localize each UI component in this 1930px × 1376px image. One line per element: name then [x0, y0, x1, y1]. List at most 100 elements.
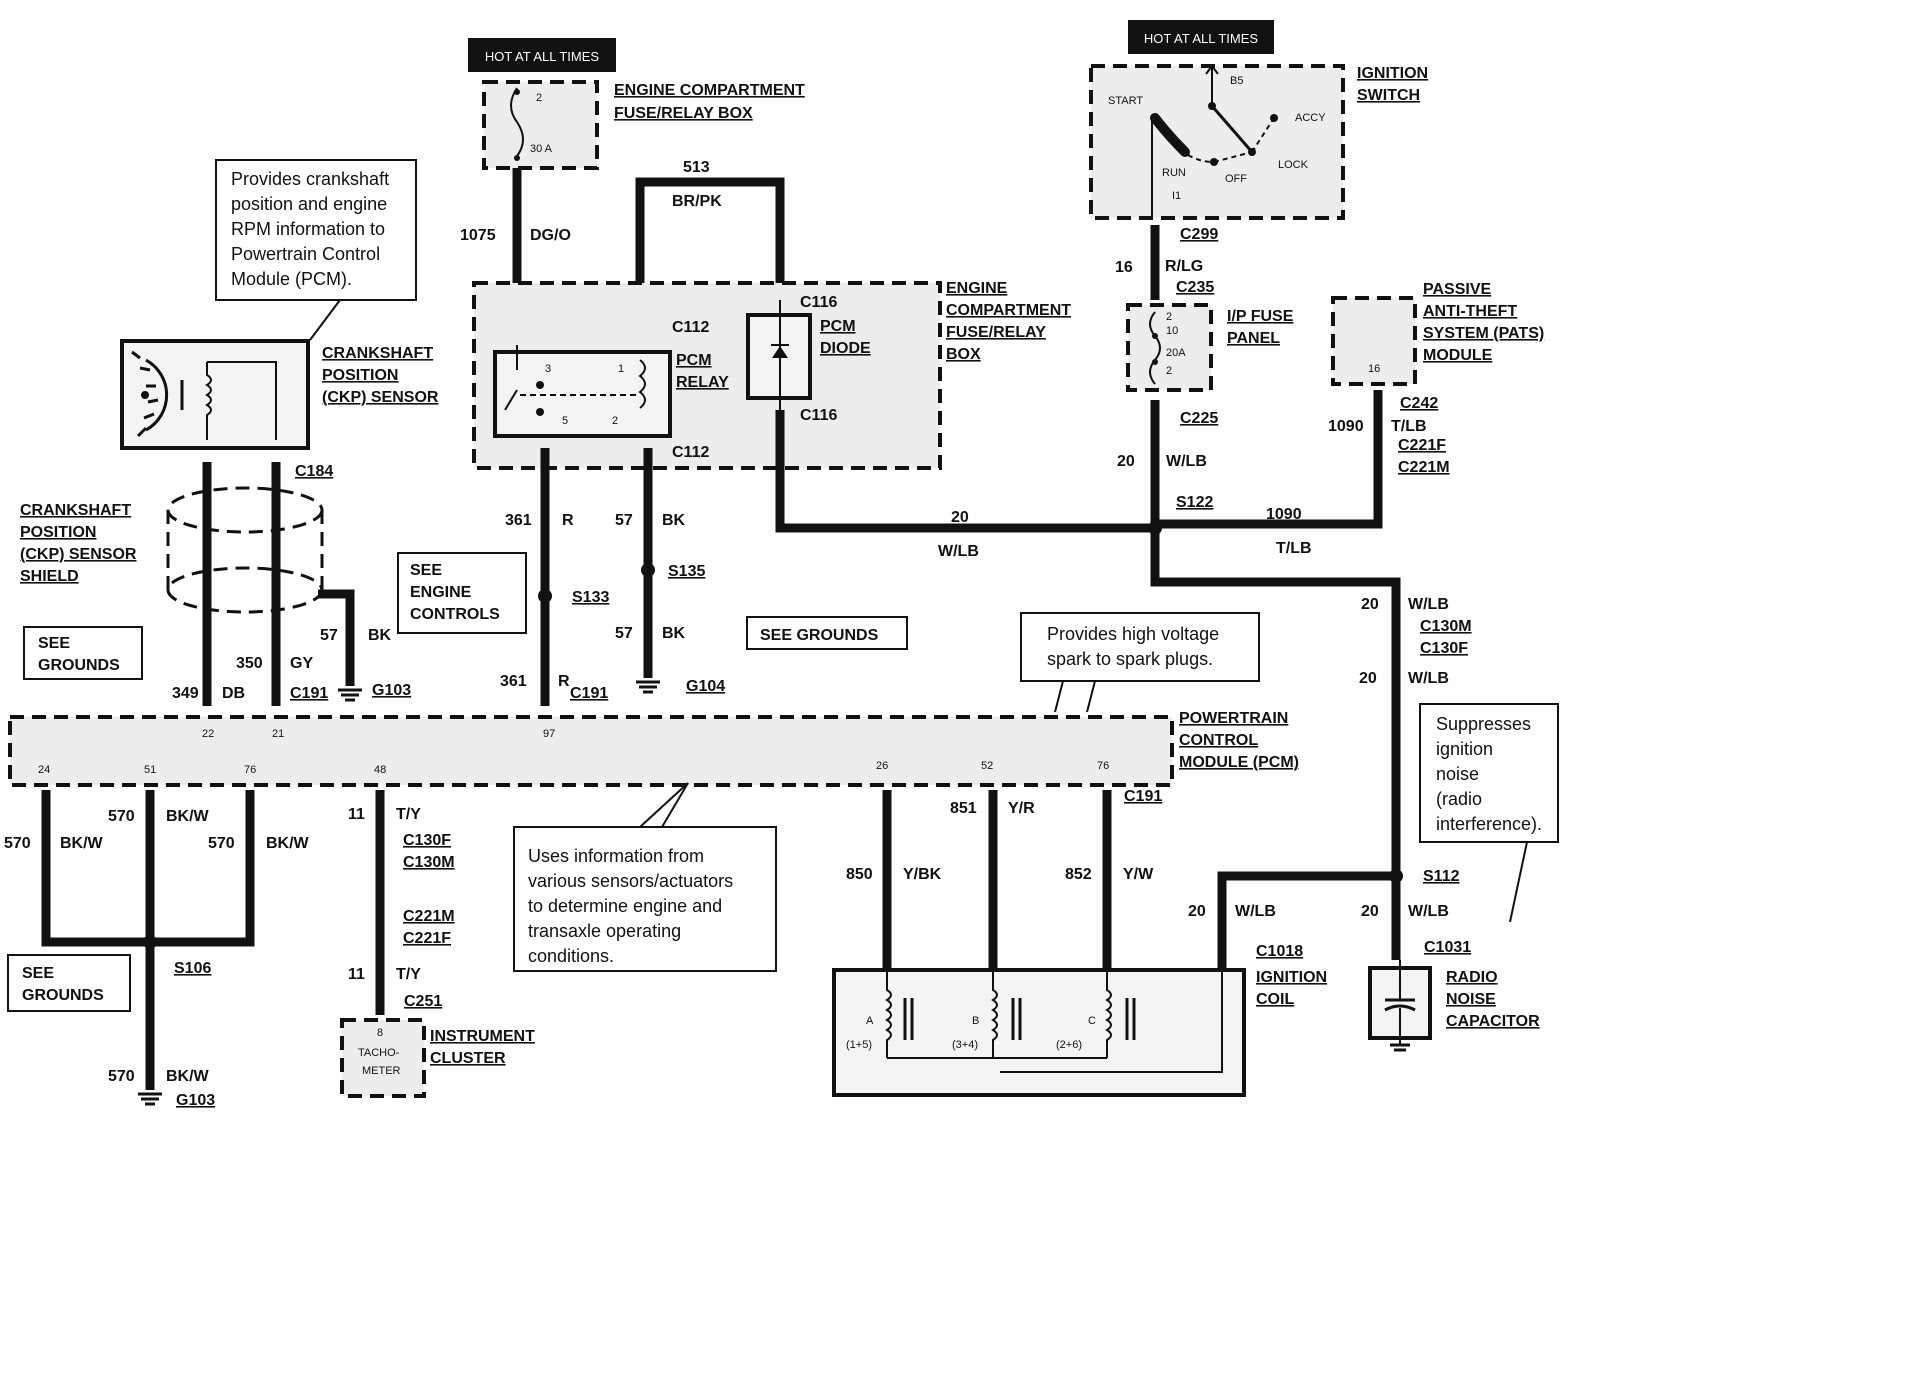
- wire-20-coil-number: 20: [1188, 903, 1206, 920]
- connector-c112-top: C112: [672, 319, 709, 336]
- wire-57-color-bottom: BK: [662, 625, 686, 642]
- wire-20-coil-color: W/LB: [1235, 903, 1276, 920]
- radio-cap-title-1: RADIO: [1446, 969, 1498, 986]
- engine-comp-title-3: FUSE/RELAY: [946, 324, 1046, 341]
- wire-1090-color: T/LB: [1276, 540, 1312, 557]
- pcm-title-2: CONTROL: [1179, 732, 1258, 749]
- wire-11-color-top: T/Y: [396, 806, 421, 823]
- wire-20-cap-color-3: W/LB: [1408, 903, 1449, 920]
- engine-comp-fuse: 2 30 A: [482, 80, 599, 170]
- fuse-box-title-line2: FUSE/RELAY BOX: [614, 105, 753, 122]
- pcm-pin-97: 97: [543, 728, 555, 740]
- ignition-coil-title-3: COIL: [1256, 991, 1294, 1008]
- ip-fuse-title-1: I/P FUSE: [1227, 308, 1294, 325]
- svg-text:20A: 20A: [1166, 347, 1186, 359]
- wire-20-cap-number-3: 20: [1361, 903, 1379, 920]
- engine-comp-title-1: ENGINE: [946, 280, 1008, 297]
- wire-1090-number: 1090: [1266, 506, 1302, 523]
- connector-c225: C225: [1180, 410, 1218, 427]
- svg-text:RUN: RUN: [1162, 167, 1186, 179]
- pats-title-4: MODULE: [1423, 347, 1493, 364]
- ckp-sensor-title-2: POSITION: [322, 367, 398, 384]
- wire-349-number: 349: [172, 685, 199, 702]
- wire-350-color: GY: [290, 655, 313, 672]
- svg-text:5: 5: [562, 415, 568, 427]
- radio-noise-capacitor: [1368, 960, 1432, 1052]
- pcm-relay-title-1: PCM: [676, 352, 712, 369]
- svg-text:METER: METER: [362, 1065, 401, 1077]
- engine-comp-box: [472, 281, 942, 470]
- wire-57-shield: [318, 589, 355, 686]
- pcm-relay: 3 1 5 2: [493, 345, 672, 438]
- connector-g104: G104: [686, 678, 725, 695]
- pcm-diode-title-1: PCM: [820, 318, 856, 335]
- connector-s106: S106: [174, 960, 211, 977]
- svg-text:(radio: (radio: [1436, 789, 1482, 809]
- svg-text:RPM information to: RPM information to: [231, 219, 385, 239]
- ckp-shield: [166, 486, 324, 614]
- svg-text:spark to spark plugs.: spark to spark plugs.: [1047, 649, 1213, 669]
- svg-text:GROUNDS: GROUNDS: [38, 657, 120, 674]
- wire-570-left-number: 570: [4, 835, 31, 852]
- wire-850-color: Y/BK: [903, 866, 942, 883]
- note-ckp: Provides crankshaft position and engine …: [215, 159, 417, 341]
- connector-c130f-bottom: C130F: [403, 832, 451, 849]
- wire-1075-number: 1075: [460, 227, 496, 244]
- pats-title-3: SYSTEM (PATS): [1423, 325, 1544, 342]
- connector-c112-bottom: C112: [672, 444, 709, 461]
- svg-text:ignition: ignition: [1436, 739, 1493, 759]
- connector-g103-top: G103: [372, 682, 411, 699]
- svg-text:I1: I1: [1172, 190, 1181, 202]
- pcm-pin-51: 51: [144, 764, 156, 776]
- wire-570-right-color: BK/W: [266, 835, 310, 852]
- pcm-pin-52: 52: [981, 760, 993, 772]
- wire-57-number-bottom: 57: [615, 625, 633, 642]
- pcm-pin-76-right: 76: [1097, 760, 1109, 772]
- svg-text:SEE: SEE: [22, 965, 54, 982]
- wire-16-color: R/LG: [1165, 258, 1203, 275]
- connector-c116-bottom: C116: [800, 407, 837, 424]
- wire-16-number: 16: [1115, 259, 1133, 276]
- svg-text:TACHO-: TACHO-: [358, 1047, 400, 1059]
- svg-text:8: 8: [377, 1027, 383, 1039]
- wire-513-color: BR/PK: [672, 193, 722, 210]
- svg-text:2: 2: [1166, 311, 1172, 323]
- ignition-switch-title-2: SWITCH: [1357, 87, 1420, 104]
- wire-1090: [1155, 390, 1383, 529]
- wire-851-number: 851: [950, 800, 977, 817]
- wire-11-number-bottom: 11: [348, 966, 365, 983]
- svg-text:A: A: [866, 1015, 874, 1027]
- ckp-sensor: [120, 339, 310, 450]
- wire-20-diode-number: 20: [951, 509, 969, 526]
- ckp-sensor-title-3: (CKP) SENSOR: [322, 389, 439, 406]
- connector-c184: C184: [295, 463, 333, 480]
- svg-text:noise: noise: [1436, 764, 1479, 784]
- connector-c235: C235: [1176, 279, 1214, 296]
- pcm-fill: [10, 717, 1172, 785]
- engine-comp-title-4: BOX: [946, 346, 981, 363]
- svg-text:GROUNDS: GROUNDS: [22, 987, 104, 1004]
- connector-c221f: C221F: [1398, 437, 1446, 454]
- wire-361-number-bottom: 361: [500, 673, 527, 690]
- connector-s135: S135: [668, 563, 705, 580]
- instrument-cluster-title-1: INSTRUMENT: [430, 1028, 535, 1045]
- see-engine-controls-box: SEE ENGINE CONTROLS: [397, 552, 527, 634]
- wire-570-center-number: 570: [108, 808, 135, 825]
- connector-c130f: C130F: [1420, 640, 1468, 657]
- connector-c130m: C130M: [1420, 618, 1472, 635]
- wire-20-cap-color-1: W/LB: [1408, 596, 1449, 613]
- svg-text:SEE: SEE: [410, 562, 442, 579]
- svg-text:ACCY: ACCY: [1295, 112, 1326, 124]
- splice-s106: [143, 935, 157, 949]
- wiring-diagram: HOT AT ALL TIMES 2 30 A ENGINE COMPARTME…: [4, 20, 1559, 1109]
- svg-text:START: START: [1108, 95, 1143, 107]
- wire-570-left-color: BK/W: [60, 835, 104, 852]
- ignition-coil-title-2: IGNITION: [1256, 969, 1327, 986]
- svg-text:interference).: interference).: [1436, 814, 1542, 834]
- svg-text:LOCK: LOCK: [1278, 159, 1309, 171]
- svg-text:30 A: 30 A: [530, 143, 553, 155]
- wire-20-fuse-number: 20: [1117, 453, 1135, 470]
- ignition-switch-title-1: IGNITION: [1357, 65, 1428, 82]
- fuse-box-title-line1: ENGINE COMPARTMENT: [614, 82, 805, 99]
- ckp-shield-title-2: POSITION: [20, 524, 96, 541]
